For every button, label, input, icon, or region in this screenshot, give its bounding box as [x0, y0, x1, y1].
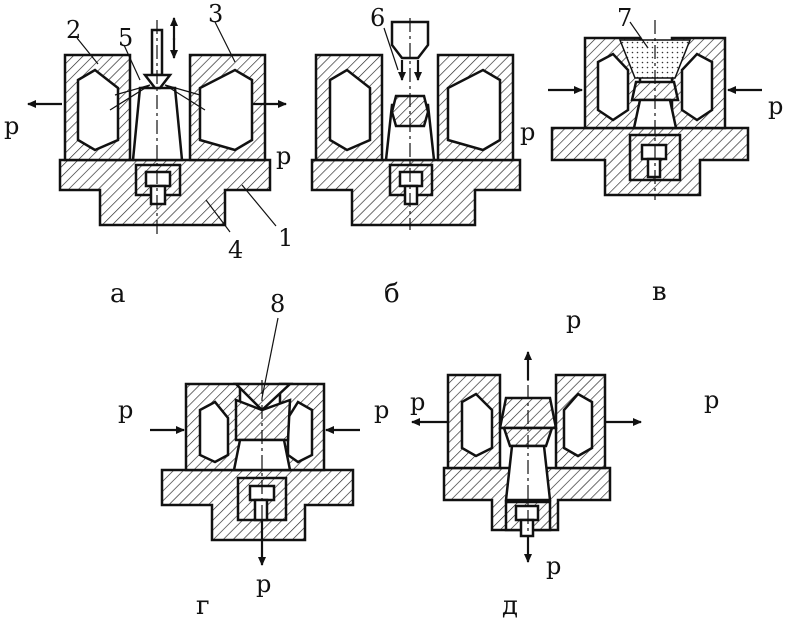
panel-v: [548, 20, 762, 200]
label-2: 2: [66, 16, 81, 44]
panel-b: [310, 18, 522, 230]
pressure-label-d-top: p: [566, 306, 581, 334]
pressure-label-v-left: p: [520, 118, 535, 146]
label-7: 7: [617, 4, 632, 32]
label-8: 8: [270, 290, 285, 318]
panel-g: [150, 317, 360, 566]
label-4: 4: [228, 236, 243, 264]
label-1: 1: [278, 224, 293, 252]
pressure-label-a-left: p: [4, 112, 19, 140]
caption-v: в: [652, 277, 667, 307]
caption-g: г: [196, 591, 210, 621]
panel-a: [27, 17, 287, 235]
panel-d: [411, 351, 642, 563]
label-3: 3: [208, 0, 223, 28]
pressure-label-v-right: p: [768, 92, 783, 120]
caption-b: б: [384, 279, 400, 309]
caption-a: а: [110, 279, 126, 309]
pressure-label-g-bottom: p: [256, 570, 271, 598]
label-6: 6: [370, 4, 385, 32]
pressure-label-d-left: p: [410, 388, 425, 416]
caption-d: д: [502, 591, 518, 621]
pressure-label-g-right: p: [374, 396, 389, 424]
pressure-label-d-right: p: [704, 386, 719, 414]
pressure-label-g-left: p: [118, 396, 133, 424]
pressure-label-a-right: p: [276, 142, 291, 170]
pressure-label-d-bottom: p: [546, 552, 561, 580]
label-5: 5: [118, 24, 133, 52]
